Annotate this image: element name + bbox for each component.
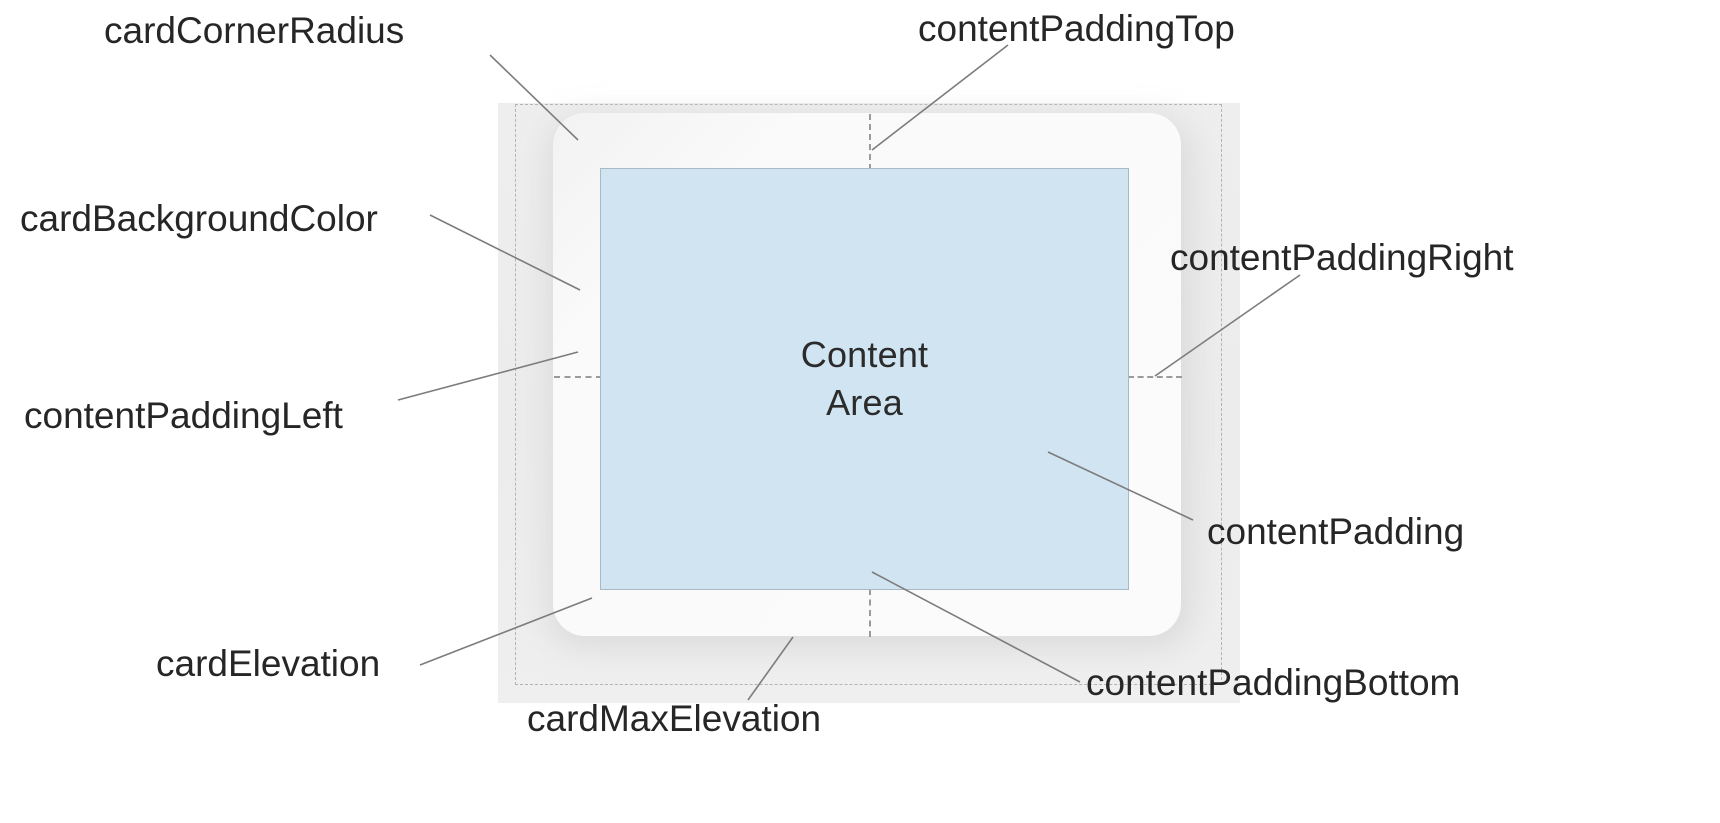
label-card-max-elevation: cardMaxElevation bbox=[527, 698, 822, 739]
label-content-padding-bottom: contentPaddingBottom bbox=[1086, 662, 1461, 703]
content-area-label: Content Area bbox=[801, 331, 929, 426]
content-area-label-line1: Content bbox=[800, 334, 929, 376]
content-padding-right-guide bbox=[1128, 376, 1182, 378]
content-padding-bottom-guide bbox=[869, 589, 871, 637]
label-card-corner-radius: cardCornerRadius bbox=[104, 10, 405, 51]
content-padding-top-guide bbox=[869, 114, 871, 170]
label-card-elevation: cardElevation bbox=[156, 643, 381, 684]
label-content-padding-top: contentPaddingTop bbox=[918, 8, 1235, 49]
content-area-label-line2: Area bbox=[826, 382, 903, 423]
label-content-padding: contentPadding bbox=[1207, 511, 1465, 552]
content-area: Content Area bbox=[600, 168, 1129, 590]
content-padding-left-guide bbox=[554, 376, 602, 378]
label-content-padding-left: contentPaddingLeft bbox=[24, 395, 343, 436]
label-card-background-color: cardBackgroundColor bbox=[20, 198, 378, 239]
label-content-padding-right: contentPaddingRight bbox=[1170, 237, 1514, 278]
